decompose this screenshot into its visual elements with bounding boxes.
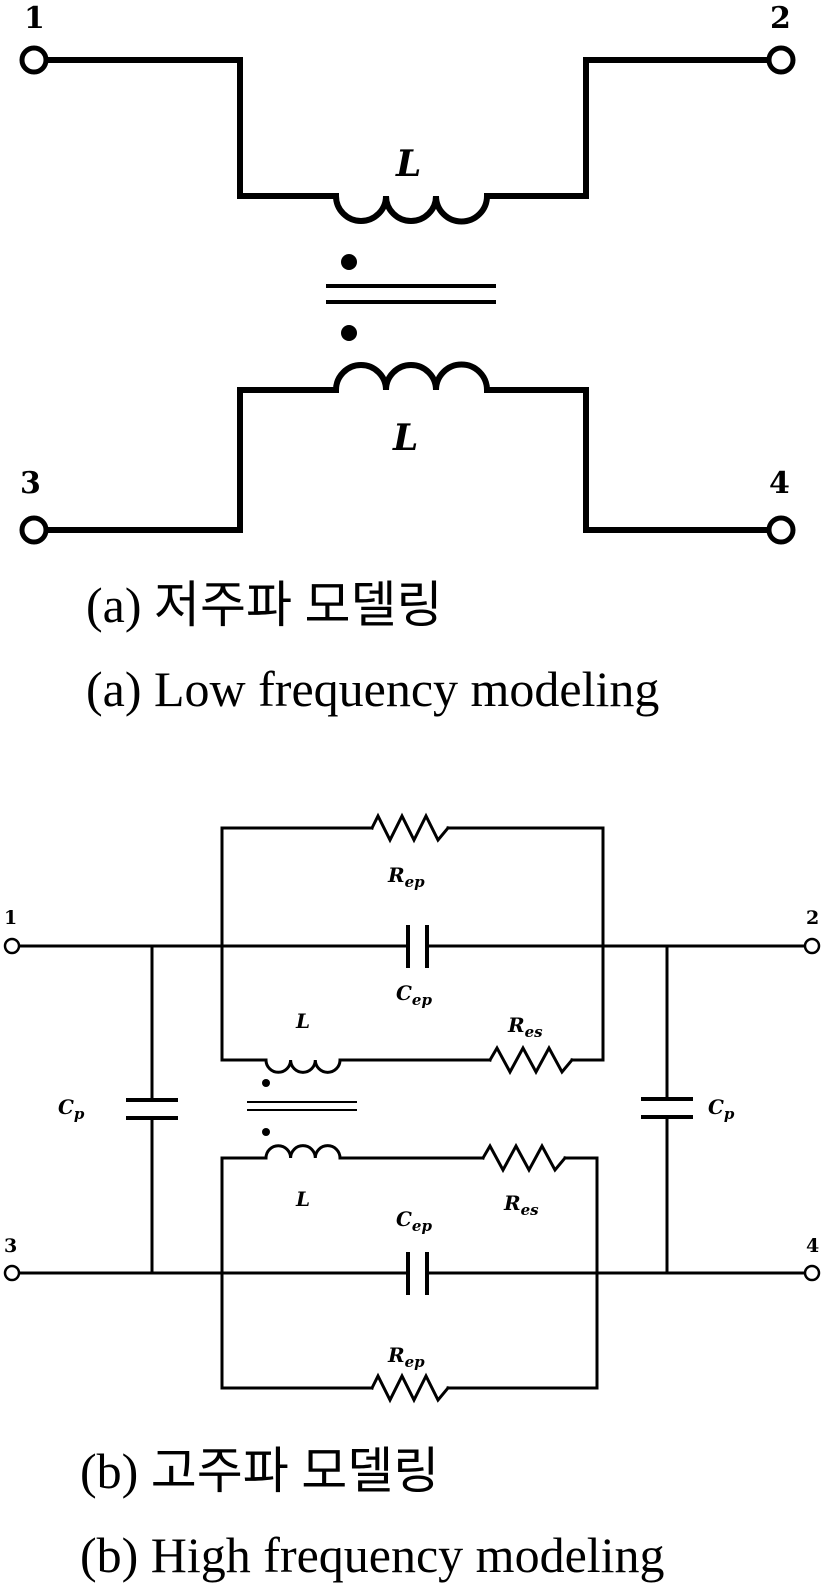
figure-a-terminal-4-label: 4 bbox=[769, 466, 790, 501]
figure-b-l-top-inductor bbox=[264, 1058, 342, 1074]
figure-b-high-frequency: 1 2 3 4 Rep Cep L Res Cp Cp L Res Cep Re… bbox=[3, 812, 821, 1583]
figure-b-cep-bottom-label-sub: ep bbox=[412, 1217, 433, 1235]
figure-a-terminal-3-label: 3 bbox=[20, 466, 41, 501]
figure-b-cep-top-label: Cep bbox=[396, 981, 432, 1009]
figure-b-res-bottom-resistor bbox=[480, 1142, 568, 1174]
figure-b-rep-bottom-label: Rep bbox=[387, 1343, 425, 1371]
figure-b-rep-top-label-sub: ep bbox=[405, 873, 426, 891]
figure-b-caption-english: (b) High frequency modeling bbox=[80, 1527, 665, 1583]
figure-b-cep-top-label-base: C bbox=[396, 981, 412, 1005]
figure-b-terminal-3 bbox=[3, 1264, 21, 1282]
figure-b-terminal-1-label: 1 bbox=[4, 907, 17, 929]
figure-b-l-bottom-inductor bbox=[264, 1144, 342, 1160]
figure-a-bottom-inductor-label: L bbox=[392, 417, 418, 459]
figure-b-cp-right-label-base: C bbox=[708, 1095, 724, 1119]
figure-a-polarity-dot-top bbox=[341, 254, 357, 270]
figure-b-cep-top-label-sub: ep bbox=[412, 991, 433, 1009]
figure-b-res-top-label-base: R bbox=[507, 1013, 525, 1037]
figure-a-terminal-1-label: 1 bbox=[24, 1, 45, 36]
figure-a-terminal-1 bbox=[19, 45, 49, 75]
figure-b-cep-bottom-label-base: C bbox=[396, 1207, 412, 1231]
figure-a-top-inductor-label: L bbox=[395, 143, 421, 185]
figure-b-polarity-dot-bottom bbox=[262, 1128, 270, 1136]
figure-b-cp-right-label: Cp bbox=[708, 1095, 735, 1123]
figure-b-res-top-resistor bbox=[487, 1044, 575, 1076]
figure-a-caption-english: (a) Low frequency modeling bbox=[86, 661, 659, 717]
figure-a-terminal-4 bbox=[766, 515, 796, 545]
figure-a-caption-korean: (a) 저주파 모델링 bbox=[86, 577, 443, 633]
figure-b-terminal-1 bbox=[3, 937, 21, 955]
figure-b-res-top-label: Res bbox=[507, 1013, 543, 1041]
figure-a-bottom-wire bbox=[43, 387, 773, 533]
figure-b-cp-left-label-sub: p bbox=[74, 1105, 85, 1123]
figure-b-terminal-2-label: 2 bbox=[806, 907, 819, 929]
figure-a-bottom-inductor bbox=[332, 361, 491, 394]
figure-b-terminal-3-label: 3 bbox=[4, 1235, 17, 1257]
figure-a-polarity-dot-bottom bbox=[341, 325, 357, 341]
figure-a-top-wire bbox=[43, 57, 773, 199]
figure-b-res-bottom-label: Res bbox=[503, 1191, 539, 1219]
figure-b-res-bottom-label-sub: es bbox=[521, 1201, 540, 1219]
figure-a-terminal-2 bbox=[766, 45, 796, 75]
figure-b-terminal-4-label: 4 bbox=[806, 1235, 819, 1257]
figure-b-polarity-dot-top bbox=[262, 1079, 270, 1087]
figure-b-l-bottom-label: L bbox=[295, 1187, 310, 1211]
figure-a-top-inductor bbox=[332, 192, 491, 225]
figure-a-terminal-2-label: 2 bbox=[770, 1, 791, 36]
figure-a-low-frequency: 1 2 3 4 L L (a) 저주파 모델링 (a) Low frequenc… bbox=[19, 1, 796, 717]
figure-b-top-box-wire bbox=[220, 826, 605, 1062]
figure-b-cp-left-label: Cp bbox=[58, 1095, 85, 1123]
figure-a-terminal-3 bbox=[19, 515, 49, 545]
figure-b-rep-top-label-base: R bbox=[387, 863, 405, 887]
figure-b-rep-bottom-resistor bbox=[369, 1372, 451, 1404]
figure-b-res-bottom-label-base: R bbox=[503, 1191, 521, 1215]
figure-b-cep-bottom-label: Cep bbox=[396, 1207, 432, 1235]
figure-b-rep-top-label: Rep bbox=[387, 863, 425, 891]
figure-b-rep-top-resistor bbox=[369, 812, 451, 844]
figure-b-caption-korean: (b) 고주파 모델링 bbox=[80, 1443, 439, 1499]
figure-b-rep-bottom-label-base: R bbox=[387, 1343, 405, 1367]
figure-b-cp-left-label-base: C bbox=[58, 1095, 74, 1119]
figure-b-terminal-2 bbox=[803, 937, 821, 955]
figure-b-terminal-4 bbox=[803, 1264, 821, 1282]
figure-b-rep-bottom-label-sub: ep bbox=[405, 1353, 426, 1371]
figure-b-l-top-label: L bbox=[295, 1009, 310, 1033]
figure-b-bottom-box-wire bbox=[220, 1156, 599, 1390]
figure-b-res-top-label-sub: es bbox=[525, 1023, 544, 1041]
figure-b-cp-right-label-sub: p bbox=[724, 1105, 735, 1123]
